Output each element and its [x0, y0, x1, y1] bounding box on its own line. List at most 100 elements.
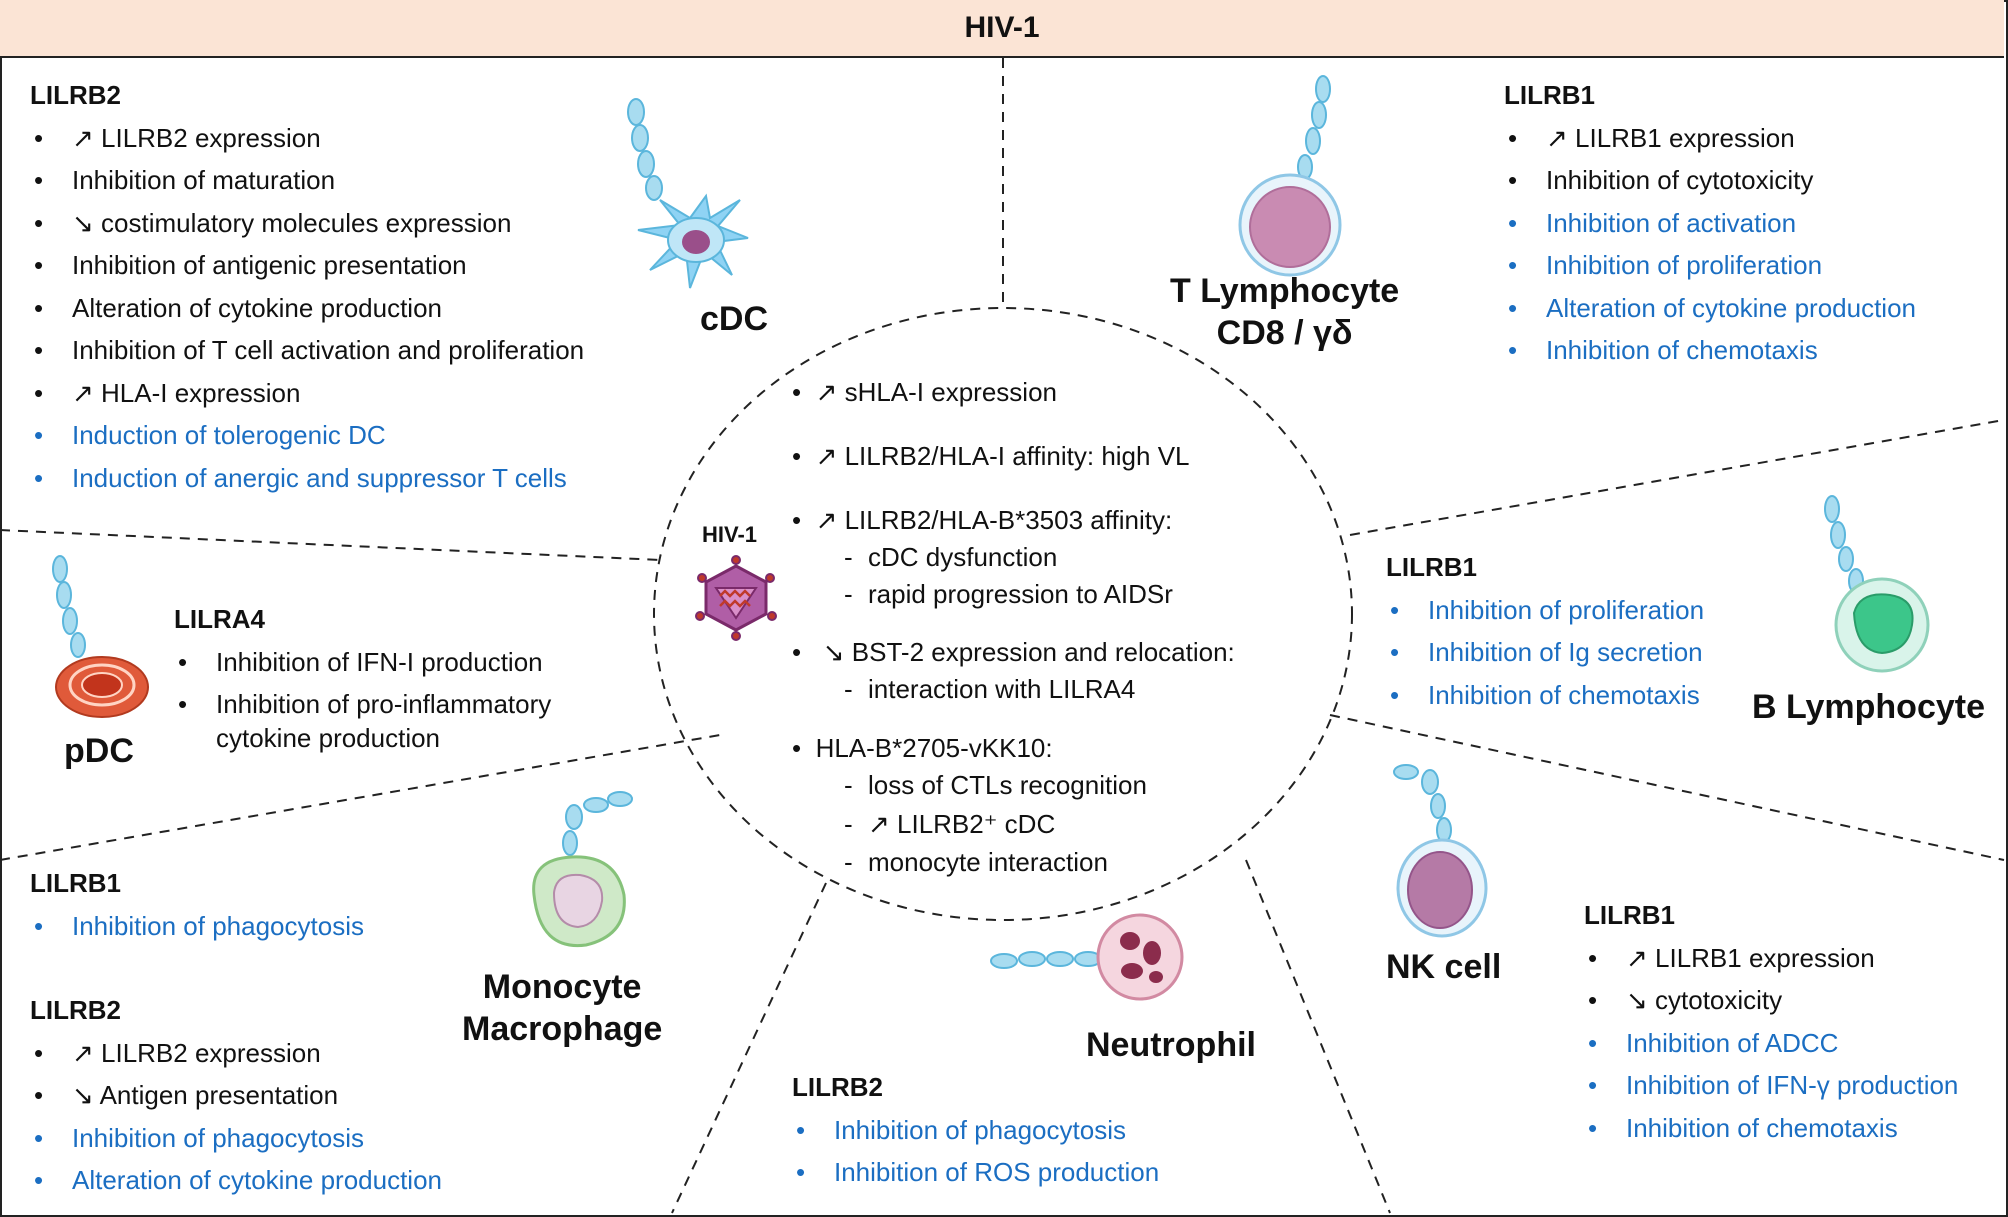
- hiv-virus-icon: [695, 555, 777, 641]
- figure-title: HIV-1: [0, 0, 2004, 58]
- cdc-effect: Alteration of cytokine production: [30, 287, 584, 330]
- cdc-effect: Inhibition of T cell activation and prol…: [30, 329, 584, 372]
- monocyte-effect: ↘ Antigen presentation: [30, 1074, 442, 1117]
- neutrophil-panel: LILRB2 Inhibition of phagocytosis Inhibi…: [792, 1066, 1159, 1194]
- center-circle: [653, 307, 1353, 921]
- pdc-effects-list: Inhibition of IFN-I production Inhibitio…: [174, 641, 644, 760]
- monocyte-label-line1: Monocyte: [482, 968, 642, 1006]
- cdc-receptor-heading: LILRB2: [30, 80, 121, 110]
- t-lymphocyte-effect: Inhibition of cytotoxicity: [1504, 159, 1916, 202]
- monocyte-effects-list-2: ↗ LILRB2 expression ↘ Antigen presentati…: [30, 1032, 442, 1202]
- divider-bottom-right: [1245, 859, 1391, 1214]
- neutrophil-receptor-heading: LILRB2: [792, 1072, 883, 1102]
- b-lymphocyte-cell-label: B Lymphocyte: [1752, 688, 1986, 726]
- cdc-effect: Inhibition of maturation: [30, 159, 584, 202]
- monocyte-receptor1-heading: LILRB1: [30, 868, 121, 898]
- center-sub-item: monocyte interaction: [832, 844, 1108, 881]
- center-item: • ↗ LILRB2/HLA-I affinity: high VL: [792, 441, 1190, 471]
- neutrophil-cell-label: Neutrophil: [1086, 1026, 1256, 1064]
- neutrophil-effect: Inhibition of phagocytosis: [792, 1109, 1159, 1152]
- pdc-panel: LILRA4 Inhibition of IFN-I production In…: [174, 598, 644, 759]
- monocyte-panel: LILRB1 Inhibition of phagocytosis LILRB2…: [30, 862, 442, 1202]
- t-lymphocyte-effect: Inhibition of chemotaxis: [1504, 329, 1916, 372]
- cdc-cell-label: cDC: [700, 300, 769, 338]
- cdc-effects-list: ↗ LILRB2 expression Inhibition of matura…: [30, 117, 584, 500]
- divider-left-lower: [0, 734, 721, 861]
- nk-cell-icon: [1393, 764, 1488, 938]
- neutrophil-effects-list: Inhibition of phagocytosis Inhibition of…: [792, 1109, 1159, 1194]
- monocyte-cell-label: Monocyte Macrophage: [462, 966, 662, 1050]
- divider-right-upper: [1349, 419, 2005, 536]
- t-lymphocyte-panel: LILRB1 ↗ LILRB1 expression Inhibition of…: [1504, 74, 1916, 372]
- t-lymphocyte-cell-label: T Lymphocyte CD8 / γδ: [1170, 270, 1399, 354]
- nk-receptor-heading: LILRB1: [1584, 900, 1675, 930]
- nk-effect: Inhibition of chemotaxis: [1584, 1107, 1958, 1150]
- nk-effect: ↘ cytotoxicity: [1584, 979, 1958, 1022]
- cdc-effect: ↗ LILRB2 expression: [30, 117, 584, 160]
- center-sub-item: interaction with LILRA4: [832, 671, 1135, 708]
- t-lymphocyte-label-line2: CD8 / γδ: [1216, 314, 1353, 352]
- b-lymphocyte-icon: [1824, 495, 1930, 673]
- pdc-receptor-heading: LILRA4: [174, 604, 265, 634]
- neutrophil-icon: [990, 913, 1184, 1001]
- cdc-panel: LILRB2 ↗ LILRB2 expression Inhibition of…: [30, 74, 584, 499]
- hiv-virus-label: HIV-1: [702, 522, 758, 547]
- divider-left-upper: [0, 529, 661, 561]
- monocyte-effect: ↗ LILRB2 expression: [30, 1032, 442, 1075]
- center-item-text: HLA-B*2705-vKK10:: [815, 733, 1053, 763]
- divider-bottom-left: [671, 882, 827, 1214]
- monocyte-effect: Inhibition of phagocytosis: [30, 1117, 442, 1160]
- b-lymphocyte-receptor-heading: LILRB1: [1386, 552, 1477, 582]
- center-sub-item: loss of CTLs recognition: [832, 767, 1147, 804]
- b-lymphocyte-effect: Inhibition of Ig secretion: [1386, 631, 1704, 674]
- t-lymphocyte-effects-list: ↗ LILRB1 expression Inhibition of cytoto…: [1504, 117, 1916, 372]
- b-lymphocyte-panel: LILRB1 Inhibition of proliferation Inhib…: [1386, 546, 1704, 716]
- cdc-effect: Inhibition of antigenic presentation: [30, 244, 584, 287]
- center-sub-item: ↗ LILRB2⁺ cDC: [832, 806, 1055, 843]
- cdc-effect: ↘ costimulatory molecules expression: [30, 202, 584, 245]
- center-item: • ↘ BST-2 expression and relocation:: [792, 637, 1235, 667]
- center-item: • HLA-B*2705-vKK10:: [792, 733, 1053, 763]
- t-lymphocyte-effect: Alteration of cytokine production: [1504, 287, 1916, 330]
- pdc-cell-label: pDC: [64, 732, 134, 770]
- pdc-effect: Inhibition of pro-inflammatory cytokine …: [174, 683, 644, 759]
- nk-effect: Inhibition of IFN-γ production: [1584, 1064, 1958, 1107]
- neutrophil-effect: Inhibition of ROS production: [792, 1151, 1159, 1194]
- nk-panel: LILRB1 ↗ LILRB1 expression ↘ cytotoxicit…: [1584, 894, 1958, 1149]
- dendritic-cell-icon: [627, 98, 749, 289]
- t-lymphocyte-effect: ↗ LILRB1 expression: [1504, 117, 1916, 160]
- nk-cell-label: NK cell: [1386, 948, 1502, 986]
- cdc-effect: ↗ HLA-I expression: [30, 372, 584, 415]
- center-sub-item: rapid progression to AIDSr: [832, 576, 1173, 613]
- monocyte-effects-list-1: Inhibition of phagocytosis: [30, 905, 442, 948]
- t-lymphocyte-effect: Inhibition of proliferation: [1504, 244, 1916, 287]
- center-item-text: ↘ BST-2 expression and relocation:: [822, 637, 1235, 667]
- b-lymphocyte-effect: Inhibition of proliferation: [1386, 589, 1704, 632]
- nk-effect: Inhibition of ADCC: [1584, 1022, 1958, 1065]
- monocyte-receptor2-heading: LILRB2: [30, 995, 121, 1025]
- plasmacytoid-dc-icon: [52, 555, 149, 718]
- t-lymphocyte-receptor-heading: LILRB1: [1504, 80, 1595, 110]
- b-lymphocyte-effects-list: Inhibition of proliferation Inhibition o…: [1386, 589, 1704, 717]
- center-sub-item: cDC dysfunction: [832, 539, 1057, 576]
- center-item-text: ↗ LILRB2/HLA-B*3503 affinity:: [815, 505, 1173, 535]
- monocyte-effect: Alteration of cytokine production: [30, 1159, 442, 1202]
- center-item: • ↗ sHLA-I expression: [792, 377, 1057, 407]
- center-item-text: ↗ LILRB2/HLA-I affinity: high VL: [815, 441, 1190, 471]
- macrophage-icon: [532, 791, 633, 948]
- t-lymphocyte-label-line1: T Lymphocyte: [1170, 272, 1400, 310]
- nk-effect: ↗ LILRB1 expression: [1584, 937, 1958, 980]
- divider-right-lower: [1329, 714, 2005, 861]
- center-item-text: ↗ sHLA-I expression: [815, 377, 1057, 407]
- nk-effects-list: ↗ LILRB1 expression ↘ cytotoxicity Inhib…: [1584, 937, 1958, 1150]
- b-lymphocyte-effect: Inhibition of chemotaxis: [1386, 674, 1704, 717]
- cdc-effect: Induction of tolerogenic DC: [30, 414, 584, 457]
- t-lymphocyte-effect: Inhibition of activation: [1504, 202, 1916, 245]
- center-item: • ↗ LILRB2/HLA-B*3503 affinity:: [792, 505, 1173, 535]
- monocyte-label-line2: Macrophage: [462, 1010, 663, 1048]
- cdc-effect: Induction of anergic and suppressor T ce…: [30, 457, 584, 500]
- t-lymphocyte-icon: [1238, 75, 1342, 277]
- monocyte-effect: Inhibition of phagocytosis: [30, 905, 442, 948]
- pdc-effect: Inhibition of IFN-I production: [174, 641, 644, 684]
